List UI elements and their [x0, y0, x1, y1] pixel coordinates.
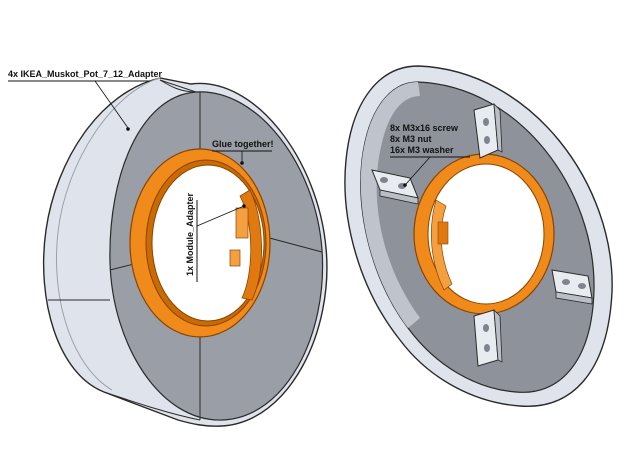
hardware-line-2: 8x M3 nut [390, 134, 432, 144]
callout-hardware: 8x M3x16 screw 8x M3 nut 16x M3 washer [390, 123, 470, 187]
bracket-top [473, 102, 503, 159]
hardware-line-3: 16x M3 washer [390, 145, 454, 155]
callout-glue-note: Glue together! [212, 139, 274, 165]
left-segment-seams [48, 79, 323, 421]
bracket-right [551, 269, 593, 305]
glue-note-label: Glue together! [212, 139, 274, 149]
hardware-line-1: 8x M3x16 screw [390, 123, 459, 133]
callout-module-adapter: 1x Module_Adapter [185, 192, 246, 282]
left-assembly [42, 77, 328, 427]
right-assembly [344, 65, 613, 407]
adapter-parts-label: 4x IKEA_Muskot_Pot_7_12_Adapter [8, 69, 163, 79]
module-adapter-label: 1x Module_Adapter [185, 192, 195, 276]
bracket-bottom [473, 308, 503, 367]
callout-adapter-parts: 4x IKEA_Muskot_Pot_7_12_Adapter [8, 69, 163, 131]
module-adapter-hole [151, 164, 265, 322]
module-adapter-back-hole [427, 163, 545, 305]
